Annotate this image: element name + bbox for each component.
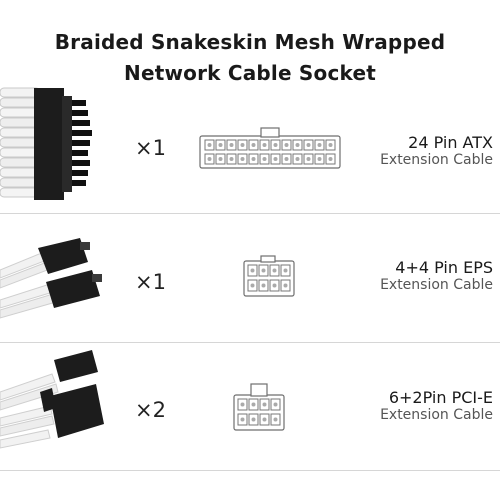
- product-name-eps: 4+4 Pin EPS: [395, 258, 493, 277]
- quantity-atx: ×1: [135, 136, 166, 160]
- atx-24pin-connector-diagram: [199, 127, 341, 169]
- label-atx: 24 Pin ATX Extension Cable: [293, 133, 493, 169]
- product-subtitle-eps: Extension Cable: [380, 277, 493, 293]
- quantity-pcie: ×2: [135, 398, 166, 422]
- row-divider-3: [0, 470, 500, 471]
- title-line-1: Braided Snakeskin Mesh Wrapped: [54, 30, 446, 54]
- label-eps: 4+4 Pin EPS Extension Cable: [293, 258, 493, 294]
- product-name-atx: 24 Pin ATX: [408, 133, 493, 152]
- product-subtitle-pcie: Extension Cable: [380, 407, 493, 423]
- eps-cable-image: [0, 232, 110, 332]
- eps-connector-diagram: [243, 255, 295, 297]
- label-pcie: 6+2Pin PCI-E Extension Cable: [293, 388, 493, 424]
- pcie-connector-diagram: [233, 383, 285, 431]
- title-line-2: Network Cable Socket: [124, 61, 376, 85]
- product-name-pcie: 6+2Pin PCI-E: [388, 388, 493, 407]
- pcie-cable-image: [0, 348, 120, 468]
- quantity-eps: ×1: [135, 270, 166, 294]
- atx-24pin-cable-image: [0, 82, 100, 206]
- row-divider-2: [0, 342, 500, 343]
- product-subtitle-atx: Extension Cable: [380, 152, 493, 168]
- row-divider-1: [0, 213, 500, 214]
